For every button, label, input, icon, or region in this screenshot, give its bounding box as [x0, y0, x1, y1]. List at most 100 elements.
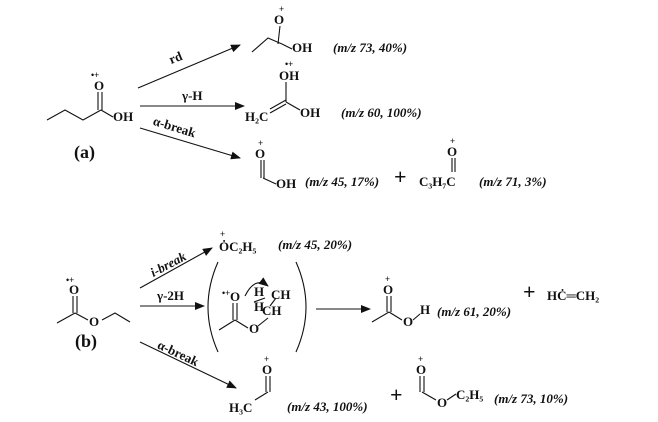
- int-h-transfer-arrow: [244, 277, 269, 297]
- product-b5-oxygen: O: [416, 362, 426, 377]
- product-b5-charge: +: [418, 354, 423, 364]
- int-oxygen: O: [230, 289, 240, 304]
- reactant-b-ether-oxygen: O: [89, 314, 99, 329]
- int-ch-top: CH: [271, 287, 291, 302]
- product-a2-oh: OH: [300, 105, 320, 120]
- product-b1-formula: ȮC₂H₅: [219, 239, 257, 254]
- ester-c-o: [74, 312, 89, 321]
- panel-a-label: (a): [74, 142, 95, 163]
- product-b2-ether-oxygen: O: [403, 314, 413, 329]
- product-a1-mz: (m/z 73, 40%): [333, 40, 407, 55]
- product-a1-charge: +: [279, 4, 284, 14]
- product-b1-charge: +: [220, 229, 225, 239]
- product-b4-mz: (m/z 43, 100%): [287, 399, 368, 414]
- product-a4: O + C₃H₇C (m/z 71, 3%): [419, 136, 547, 189]
- product-b5: O + O C₂H₅ (m/z 73, 10%): [416, 354, 568, 410]
- product-a4-mz: (m/z 71, 3%): [479, 174, 547, 189]
- product-b3-vinyl-radical: HĊ═CH₂: [547, 288, 599, 303]
- methyl-bond: [56, 312, 76, 324]
- product-a2: OH •+ H₂C OH (m/z 60, 100%): [245, 59, 422, 124]
- reactant-a-oxygen: O: [94, 78, 104, 93]
- product-a2-c-c: [269, 103, 287, 114]
- arrow-alpha-break-a: [139, 127, 241, 160]
- arrow-alpha-break-a-label: α-break: [151, 113, 198, 140]
- product-b1-mz: (m/z 45, 20%): [278, 237, 352, 252]
- product-b2-c-o: [388, 311, 403, 321]
- panel-a: O •+ OH (a) rd γ-H α-break O + OH (m/z 7…: [46, 4, 547, 191]
- product-b1: ȮC₂H₅ + (m/z 45, 20%): [219, 229, 352, 254]
- product-a2-mz: (m/z 60, 100%): [341, 105, 422, 120]
- plus-b2: +: [390, 382, 403, 407]
- intermediate-b: •+ O H CH H CH O: [207, 261, 307, 353]
- product-b2-oxygen: O: [383, 282, 393, 297]
- int-h-mid: H: [254, 299, 264, 314]
- arrow-rd: [137, 44, 241, 89]
- product-a2-charge: •+: [285, 59, 293, 69]
- product-a3: O + OH (m/z 45, 17%): [255, 138, 379, 191]
- butanoic-acid-structure: O •+ OH: [46, 70, 133, 124]
- c-oh-bond: [100, 109, 114, 118]
- product-b2-methyl: [371, 311, 390, 323]
- product-b4-oxygen: O: [262, 362, 272, 377]
- product-a2-c-c-2: [269, 99, 287, 110]
- product-a3-oxygen: O: [255, 146, 265, 161]
- product-b5-o-c: [446, 393, 457, 401]
- product-b2-mz: (m/z 61, 20%): [437, 304, 511, 319]
- product-a2-ch2: H₂C: [245, 109, 268, 124]
- left-parenthesis: [207, 261, 219, 353]
- product-a2-top-oh: OH: [279, 68, 299, 83]
- ethyl-acetate-structure: O •+ O: [56, 275, 131, 329]
- arrow-i-break: [139, 247, 213, 289]
- product-a1: O + OH (m/z 73, 40%): [251, 4, 407, 55]
- int-o-ch2: [257, 317, 269, 327]
- product-a1-ring: [251, 37, 283, 53]
- product-b2-o-h: [412, 313, 421, 321]
- product-a3-mz: (m/z 45, 17%): [305, 174, 379, 189]
- product-a4-charge: +: [450, 136, 455, 146]
- product-a1-bond: [277, 25, 281, 45]
- reactant-a-hydroxyl: OH: [113, 109, 133, 124]
- product-b5-ether-oxygen: O: [437, 395, 447, 410]
- panel-b: O •+ O (b) i-break γ-2H α-break ȮC₂H₅ + …: [56, 229, 599, 415]
- reactant-b-charge: •+: [66, 275, 74, 285]
- int-ch-mid: CH: [262, 303, 282, 318]
- int-h-top: H: [254, 284, 264, 299]
- product-b5-ethyl: C₂H₅: [456, 387, 483, 402]
- ethyl-chain: [101, 312, 131, 323]
- product-b2-hydrogen: H: [420, 302, 430, 317]
- plus-a: +: [394, 164, 407, 189]
- int-ch2-ch: [269, 297, 277, 307]
- product-a2-c-oh2: [285, 101, 301, 111]
- product-b2-charge: +: [385, 274, 390, 284]
- int-ether-oxygen: O: [249, 321, 259, 336]
- plus-b1: +: [523, 279, 536, 304]
- int-h-bond: [253, 297, 266, 303]
- int-charge: •+: [222, 288, 230, 298]
- arrow-alpha-break-b-label: α-break: [155, 337, 202, 369]
- alkyl-chain: [46, 109, 102, 121]
- int-methyl-bond: [218, 319, 236, 331]
- arrow-i-break-label: i-break: [148, 248, 189, 279]
- product-a1-c-oh: [281, 43, 293, 50]
- product-a4-formula: C₃H₇C: [419, 174, 456, 189]
- product-b4: O + H₃C (m/z 43, 100%): [229, 354, 368, 415]
- product-a1-hydroxyl: OH: [292, 40, 312, 55]
- product-a1-oxygen: O: [274, 12, 284, 27]
- arrow-gamma-2h-label: γ-2H: [156, 288, 184, 303]
- product-a4-oxygen: O: [447, 144, 457, 159]
- product-a3-hydroxyl: OH: [276, 176, 296, 191]
- reactant-b-oxygen: O: [69, 282, 79, 297]
- right-parenthesis: [295, 261, 307, 353]
- product-b4-methyl-label: H₃C: [229, 400, 252, 415]
- arrow-rd-label: rd: [167, 48, 185, 67]
- panel-b-label: (b): [75, 331, 97, 352]
- product-b5-mz: (m/z 73, 10%): [494, 391, 568, 406]
- product-a3-c-oh: [262, 177, 277, 185]
- product-b5-c-o: [421, 391, 437, 401]
- arrow-alpha-break-b: [139, 341, 237, 389]
- arrow-gamma-h-label: γ-H: [181, 88, 203, 103]
- reactant-a-charge: •+: [91, 70, 99, 80]
- product-b2: O + O H (m/z 61, 20%): [371, 274, 511, 329]
